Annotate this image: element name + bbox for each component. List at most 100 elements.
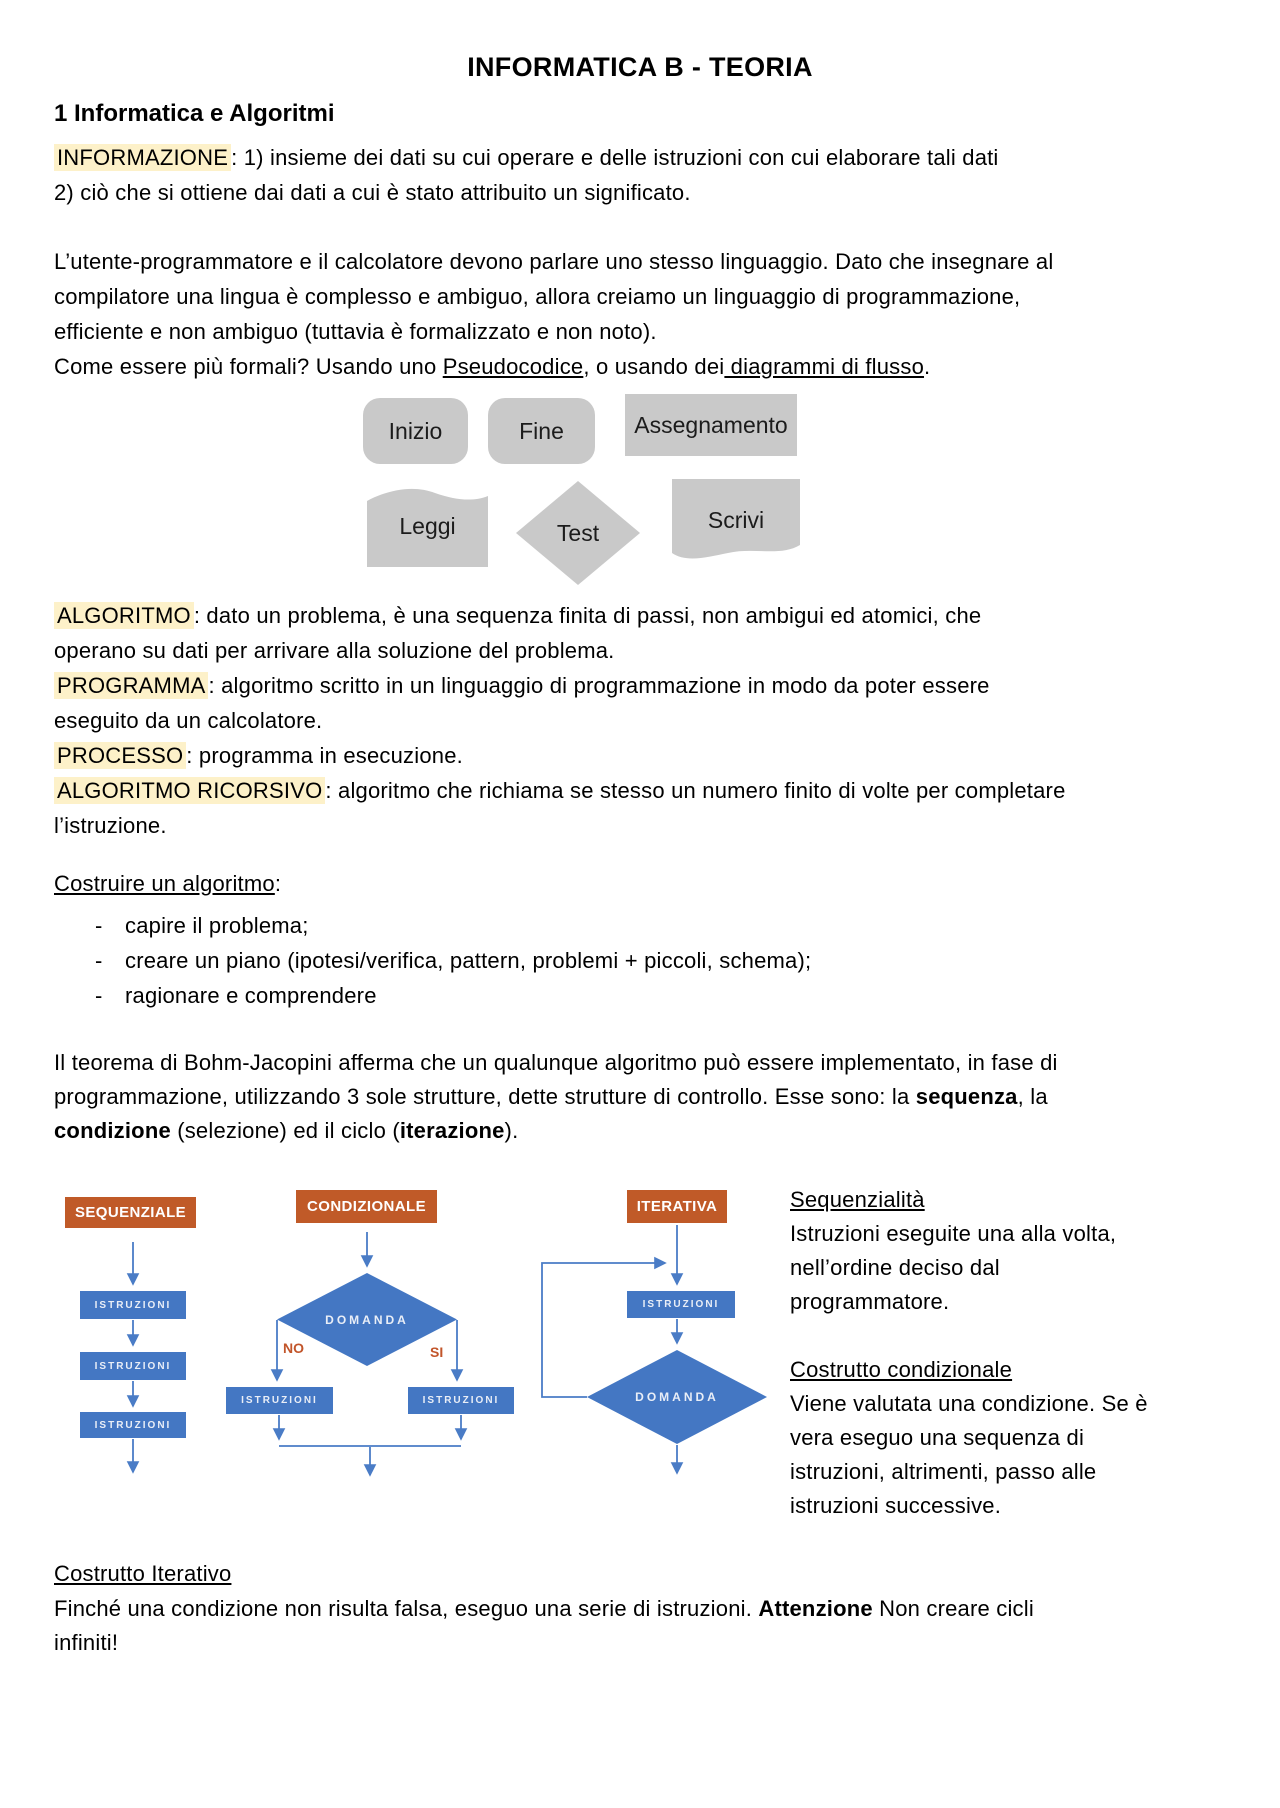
text: , la <box>1017 1084 1048 1109</box>
flow-symbol-assegnamento: Assegnamento <box>625 394 797 456</box>
informazione-line-2: 2) ciò che si ottiene dai dati a cui è s… <box>54 180 691 205</box>
sequenzialita-note: Sequenzialità Istruzioni eseguite una al… <box>790 1183 1210 1319</box>
list-item-text: capire il problema; <box>125 913 309 938</box>
text: programmazione, utilizzando 3 sole strut… <box>54 1084 916 1109</box>
symbol-label: Leggi <box>399 512 456 539</box>
flow-symbol-test: Test <box>516 481 640 585</box>
list-item-text: ragionare e comprendere <box>125 983 377 1008</box>
algoritmo-line-1: ALGORITMO: dato un problema, è una seque… <box>54 598 1234 633</box>
symbol-label: Test <box>556 519 600 546</box>
wavy-bottom-shape <box>672 479 800 559</box>
definition-text: : algoritmo che richiama se stesso un nu… <box>325 778 1066 803</box>
istruzioni-box: ISTRUZIONI <box>80 1291 186 1319</box>
flow-symbol-fine: Fine <box>488 398 595 464</box>
bohm-paragraph: Il teorema di Bohm-Jacopini afferma che … <box>54 1046 1234 1148</box>
note-line: vera eseguo una sequenza di <box>790 1425 1085 1450</box>
question-post: . <box>924 354 931 379</box>
istruzioni-box: ISTRUZIONI <box>226 1387 333 1414</box>
section-heading: 1 Informatica e Algoritmi <box>54 100 335 127</box>
branch-label-si: SI <box>430 1344 444 1360</box>
flowchart-symbols-figure: Inizio Fine Assegnamento Leggi Test Scri… <box>0 390 1280 595</box>
costrutto-iterativo-heading: Costrutto Iterativo <box>54 1561 232 1586</box>
note-heading: Sequenzialità <box>790 1187 925 1212</box>
bold-iterazione: iterazione <box>399 1118 505 1143</box>
list-item-text: creare un piano (ipotesi/verifica, patte… <box>125 948 812 973</box>
list-bullet: - <box>95 913 103 938</box>
programma-line-1: PROGRAMMA: algoritmo scritto in un lingu… <box>54 668 1234 703</box>
algoritmo-line-2: operano su dati per arrivare alla soluzi… <box>54 638 615 663</box>
iterativa-header: ITERATIVA <box>627 1190 727 1223</box>
costruire-heading-row: Costruire un algoritmo: <box>54 866 1234 901</box>
paragraph-line: condizione (selezione) ed il ciclo (iter… <box>54 1114 1234 1148</box>
definitions-block: ALGORITMO: dato un problema, è una seque… <box>54 598 1234 843</box>
page-title: INFORMATICA B - TEORIA <box>467 52 813 82</box>
istruzioni-box: ISTRUZIONI <box>408 1387 514 1414</box>
definition-text: : programma in esecuzione. <box>186 743 463 768</box>
note-line: Istruzioni eseguite una alla volta, <box>790 1221 1117 1246</box>
paragraph-line: infiniti! <box>54 1630 119 1655</box>
symbol-label: Inizio <box>388 417 443 444</box>
istruzioni-box: ISTRUZIONI <box>627 1291 735 1318</box>
list-item: -creare un piano (ipotesi/verifica, patt… <box>54 943 1234 978</box>
bold-sequenza: sequenza <box>915 1084 1018 1109</box>
list-item: -ragionare e comprendere <box>54 978 1234 1013</box>
paragraph-line-question: Come essere più formali? Usando uno Pseu… <box>54 349 1234 384</box>
text: ). <box>504 1118 519 1143</box>
text: Finché una condizione non risulta falsa,… <box>54 1596 759 1621</box>
text: (selezione) ed il ciclo ( <box>170 1118 400 1143</box>
list-bullet: - <box>95 948 103 973</box>
sequenziale-header: SEQUENZIALE <box>65 1197 196 1228</box>
informazione-line-1: INFORMAZIONE: 1) insieme dei dati su cui… <box>54 140 1234 175</box>
symbol-label: Assegnamento <box>634 411 788 438</box>
paragraph-line: L’utente-programmatore e il calcolatore … <box>54 249 1054 274</box>
paragraph-line: Il teorema di Bohm-Jacopini afferma che … <box>54 1050 1058 1075</box>
symbol-label: Scrivi <box>707 506 765 533</box>
question-mid: , o usando dei <box>583 354 725 379</box>
highlighted-term: ALGORITMO <box>54 602 194 629</box>
costruire-heading: Costruire un algoritmo <box>54 871 275 896</box>
note-line: istruzioni, altrimenti, passo alle <box>790 1459 1097 1484</box>
list-item: -capire il problema; <box>54 908 1234 943</box>
algoritmo-ricorsivo-line-1: ALGORITMO RICORSIVO: algoritmo che richi… <box>54 773 1234 808</box>
programma-line-2: eseguito da un calcolatore. <box>54 708 323 733</box>
definition-text: : 1) insieme dei dati su cui operare e d… <box>231 145 999 170</box>
flow-symbol-leggi: Leggi <box>367 485 488 567</box>
text: Non creare cicli <box>872 1596 1034 1621</box>
processo-line: PROCESSO: programma in esecuzione. <box>54 738 1234 773</box>
note-line: programmatore. <box>790 1289 950 1314</box>
costrutto-iterativo-paragraph: Finché una condizione non risulta falsa,… <box>54 1592 1234 1660</box>
bold-attenzione: Attenzione <box>758 1596 873 1621</box>
paragraph-line: efficiente e non ambiguo (tuttavia è for… <box>54 319 657 344</box>
diagrammi-link-text: diagrammi di flusso <box>724 354 925 379</box>
list-bullet: - <box>95 983 103 1008</box>
informazione-paragraph: INFORMAZIONE: 1) insieme dei dati su cui… <box>54 140 1234 210</box>
wavy-top-shape <box>367 488 488 567</box>
condizionale-header: CONDIZIONALE <box>296 1190 437 1223</box>
paragraph-line: Finché una condizione non risulta falsa,… <box>54 1592 1234 1626</box>
note-line: istruzioni successive. <box>790 1493 1002 1518</box>
costrutto-iterativo-heading-row: Costrutto Iterativo <box>54 1556 1234 1591</box>
control-structures-figure: SEQUENZIALE ISTRUZIONI ISTRUZIONI ISTRUZ… <box>40 1180 800 1580</box>
algoritmo-ricorsivo-line-2: l’istruzione. <box>54 813 167 838</box>
language-paragraph: L’utente-programmatore e il calcolatore … <box>54 244 1234 384</box>
istruzioni-box: ISTRUZIONI <box>80 1352 186 1380</box>
pseudocodice-link-text: Pseudocodice <box>442 354 584 379</box>
costruire-list: -capire il problema; -creare un piano (i… <box>54 908 1234 1013</box>
note-line: Viene valutata una condizione. Se è <box>790 1391 1148 1416</box>
flow-symbol-scrivi: Scrivi <box>672 477 800 563</box>
highlighted-term: PROCESSO <box>54 742 187 769</box>
highlighted-term: INFORMAZIONE <box>54 144 232 171</box>
flow-symbol-inizio: Inizio <box>363 398 468 464</box>
note-heading: Costrutto condizionale <box>790 1357 1013 1382</box>
branch-label-no: NO <box>283 1340 304 1356</box>
definition-text: : dato un problema, è una sequenza finit… <box>193 603 982 628</box>
costruire-heading-colon: : <box>274 871 282 896</box>
paragraph-line: compilatore una lingua è complesso e amb… <box>54 284 1021 309</box>
highlighted-term: PROGRAMMA <box>54 672 209 699</box>
symbol-label: Fine <box>519 417 564 444</box>
highlighted-term: ALGORITMO RICORSIVO <box>54 777 326 804</box>
paragraph-line: programmazione, utilizzando 3 sole strut… <box>54 1080 1234 1114</box>
flow-arrows-svg <box>126 1225 684 1477</box>
istruzioni-box: ISTRUZIONI <box>80 1412 186 1438</box>
bold-condizione: condizione <box>54 1118 171 1143</box>
